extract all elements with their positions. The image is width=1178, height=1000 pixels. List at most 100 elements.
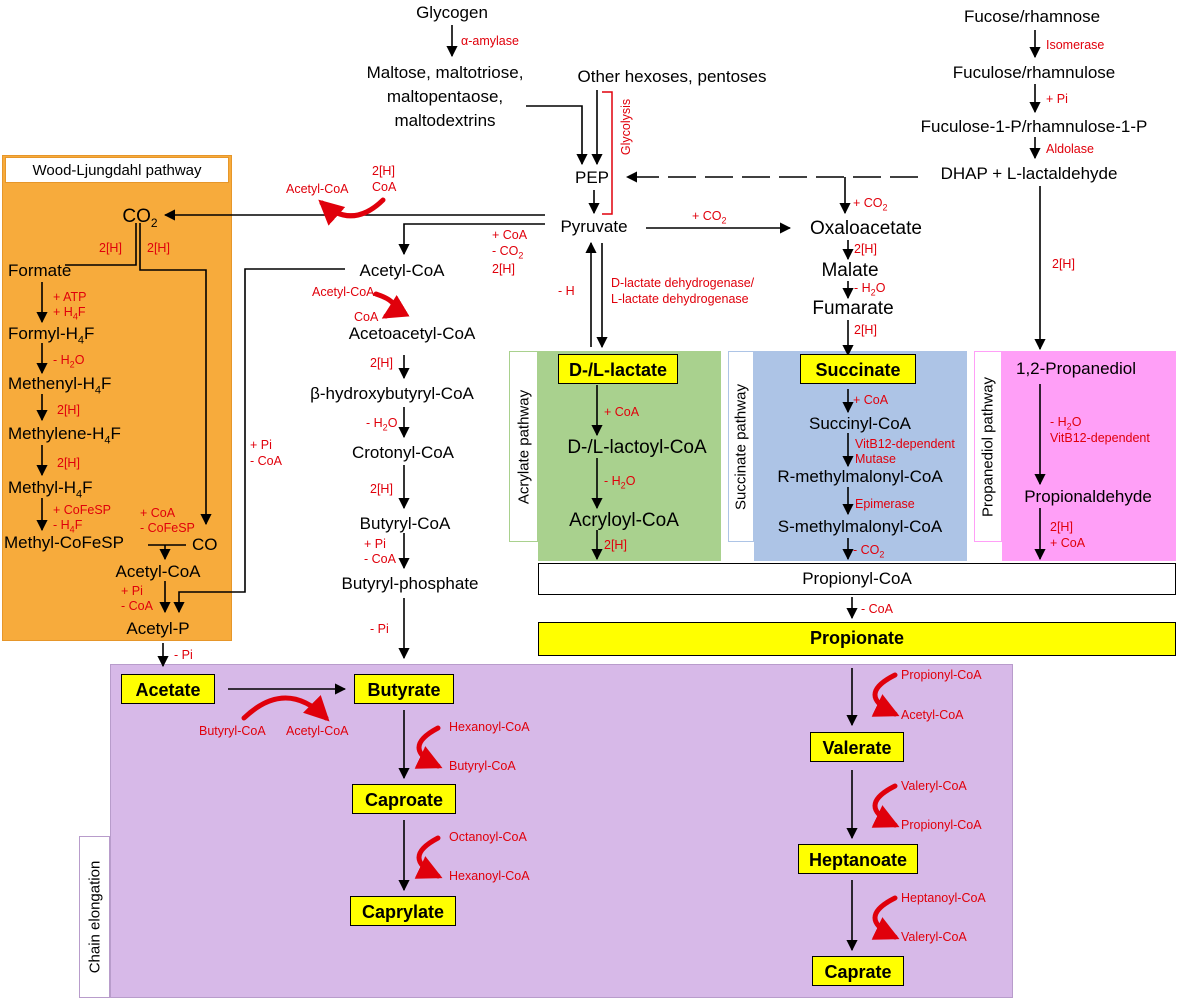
minus-h2o-malate-tail: O — [875, 281, 886, 295]
wl-h2-right: 2[H] — [147, 241, 170, 255]
valerate-box: Valerate — [810, 732, 904, 762]
vitb12-dependent-dehydratase: VitB12-dependent — [1050, 431, 1150, 445]
succinyl-coa: Succinyl-CoA — [808, 414, 912, 433]
wl-h2-left: 2[H] — [99, 241, 122, 255]
wood-ljungdahl-region — [2, 155, 232, 641]
butyryl-phosphate: Butyryl-phosphate — [341, 574, 479, 593]
acetate-acetyl-coa: Acetyl-CoA — [286, 724, 349, 738]
co2-text: CO — [122, 206, 151, 227]
epimerase: Epimerase — [855, 497, 915, 511]
acetate-butyryl-coa: Butyryl-CoA — [199, 724, 266, 738]
methyl-cofesp: Methyl-CoFeSP — [4, 533, 124, 552]
methyl-h4f: Methyl-H4F — [8, 478, 93, 504]
methyl-text: Methyl-H — [8, 478, 77, 497]
plus-h4f: + H4F — [53, 305, 85, 324]
minus-h2o-propanediol-text: - H — [1050, 415, 1067, 429]
minus-h2o-lactoyl-tail: O — [625, 474, 636, 488]
propionate-bar — [538, 622, 1176, 656]
minus-h4f-text: - H — [53, 518, 70, 532]
top-h2: 2[H] — [372, 164, 395, 178]
minus-h4f-sub: 4 — [69, 524, 75, 535]
h2-acetoacetyl: 2[H] — [370, 356, 393, 370]
hexanoyl-coa-in: Hexanoyl-CoA — [449, 720, 530, 734]
co2-sub: 2 — [150, 215, 158, 230]
methenyl-tail: F — [101, 374, 112, 393]
minus-h2o-formyl-sub: 2 — [69, 359, 75, 370]
h2-dhap: 2[H] — [1052, 257, 1075, 271]
other-hexoses: Other hexoses, pentoses — [577, 67, 767, 86]
fuculose-1-p: Fuculose-1-P/rhamnulose-1-P — [920, 117, 1148, 136]
plus-atp: + ATP — [53, 290, 87, 304]
pep: PEP — [574, 168, 610, 187]
fuculose-rhamnulose: Fuculose/rhamnulose — [952, 63, 1116, 82]
plus-co2-pyruvate-sub: 2 — [721, 215, 727, 226]
top-coa: CoA — [372, 180, 397, 194]
minus-h2o-propanediol-sub: 2 — [1066, 421, 1072, 432]
minus-co2-smethyl: - CO2 — [853, 543, 884, 562]
fucose-rhamnose: Fucose/rhamnose — [963, 7, 1101, 26]
minus-h2o-formyl-text: - H — [53, 353, 70, 367]
minus-cofesp: - CoFeSP — [140, 521, 195, 535]
h2-fumarate: 2[H] — [854, 323, 877, 337]
pyr-h2: 2[H] — [492, 262, 515, 276]
acetoacetyl-coa: Acetoacetyl-CoA — [348, 324, 476, 343]
methylene-h4f: Methylene-H4F — [8, 424, 121, 450]
plus-coa-succinate: + CoA — [853, 393, 889, 407]
isomerase: Isomerase — [1046, 38, 1105, 52]
minus-h2o-lactoyl-sub: 2 — [620, 480, 626, 491]
ldh-line2: L-lactate dehydrogenase — [611, 292, 749, 306]
pyr-minus-co2: - CO2 — [492, 244, 523, 263]
chain-elongation-tab — [79, 836, 110, 998]
r-methylmalonyl-coa: R-methylmalonyl-CoA — [777, 467, 943, 486]
plus-pi-fuculose: + Pi — [1046, 92, 1068, 106]
formyl-tail: F — [84, 324, 95, 343]
minus-h4f: - H4F — [53, 518, 82, 537]
propionyl-coa-bar — [538, 563, 1176, 595]
acetyl-coa: Acetyl-CoA — [359, 261, 445, 280]
succinate-region — [754, 351, 967, 561]
valeryl-coa-out: Valeryl-CoA — [901, 930, 967, 944]
plus-coa-propionaldehyde: + CoA — [1050, 536, 1086, 550]
hydroxybutyryl-coa: β-hydroxybutyryl-CoA — [310, 384, 474, 403]
propanediol: 1,2-Propanediol — [1015, 359, 1137, 378]
wood-ljungdahl-title: Wood-Ljungdahl pathway — [32, 162, 202, 179]
acryloyl-coa: Acryloyl-CoA — [569, 510, 679, 531]
acetyl-coa-out: Acetyl-CoA — [901, 708, 964, 722]
carbon-monoxide: CO — [192, 535, 218, 554]
butyryl-coa: Butyryl-CoA — [359, 514, 451, 533]
wood-ljungdahl-title-box — [5, 157, 229, 183]
plus-h4f-tail: F — [77, 305, 86, 319]
propanediol-region — [1002, 351, 1176, 561]
valeryl-coa-in: Valeryl-CoA — [901, 779, 967, 793]
minus-h2o-malate-text: - H — [854, 281, 871, 295]
top-acetyl-coa: Acetyl-CoA — [286, 182, 349, 196]
formyl-sub: 4 — [77, 334, 85, 347]
h2-propionaldehyde: 2[H] — [1050, 520, 1073, 534]
methyl-tail: F — [82, 478, 93, 497]
plus-co2-dhap: + CO2 — [853, 196, 888, 215]
minus-pi-butyryl: - Pi — [370, 622, 389, 636]
mutase: Mutase — [855, 452, 896, 466]
minus-h4f-tail: F — [74, 518, 83, 532]
minus-coa-wl: - CoA — [121, 599, 153, 613]
formyl-h4f: Formyl-H4F — [8, 324, 94, 350]
pyruvate: Pyruvate — [560, 217, 628, 236]
plus-co2-pyruvate-text: + CO — [692, 209, 722, 223]
octanoyl-coa-in: Octanoyl-CoA — [449, 830, 527, 844]
butyrate-box: Butyrate — [354, 674, 454, 704]
acrylate-region — [538, 351, 721, 561]
minus-h2o-formyl: - H2O — [53, 353, 84, 372]
h2-crotonyl: 2[H] — [370, 482, 393, 496]
plus-co2-dhap-text: + CO — [853, 196, 883, 210]
h2-methenyl: 2[H] — [57, 403, 80, 417]
propionate: Propionate — [809, 628, 905, 648]
minus-h2o-hydroxy-tail: O — [387, 416, 398, 430]
alpha-amylase: α-amylase — [461, 34, 519, 48]
maltose-line2: maltopentaose, — [386, 87, 504, 106]
propionyl-coa-out: Propionyl-CoA — [901, 818, 982, 832]
methyl-sub: 4 — [76, 488, 83, 501]
heptanoate-box: Heptanoate — [798, 844, 918, 874]
minus-h: - H — [558, 284, 575, 298]
pyr-minus-co2-text: - CO — [492, 244, 519, 258]
